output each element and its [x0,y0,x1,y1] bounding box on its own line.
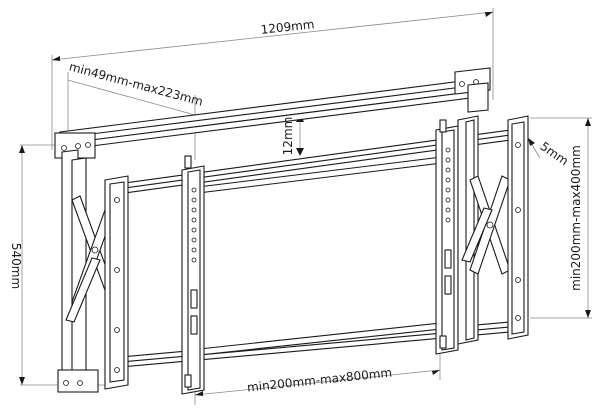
right-arm-assembly [457,115,511,345]
left-front-upright [104,175,129,390]
depth-adjust-label: 5mm [538,139,571,168]
top-wall-bracket-right [454,67,491,113]
vertical-hole-spacing-label: min200mm-max400mm [569,145,583,291]
top-wall-rail [59,79,471,151]
horizontal-hole-spacing-label: min200mm-max800mm [246,365,392,394]
inner-bracket-left [181,155,205,395]
overall-width-label: 1209mm [260,17,315,37]
overall-height-label: 540mm [9,243,23,289]
inner-bracket-right [435,119,459,355]
vertical-adjust-label: 12mm [281,117,295,156]
arm-spacing-label: min49mm-max223mm [68,60,205,109]
right-front-upright [507,115,529,340]
left-arm-assembly [57,149,119,393]
